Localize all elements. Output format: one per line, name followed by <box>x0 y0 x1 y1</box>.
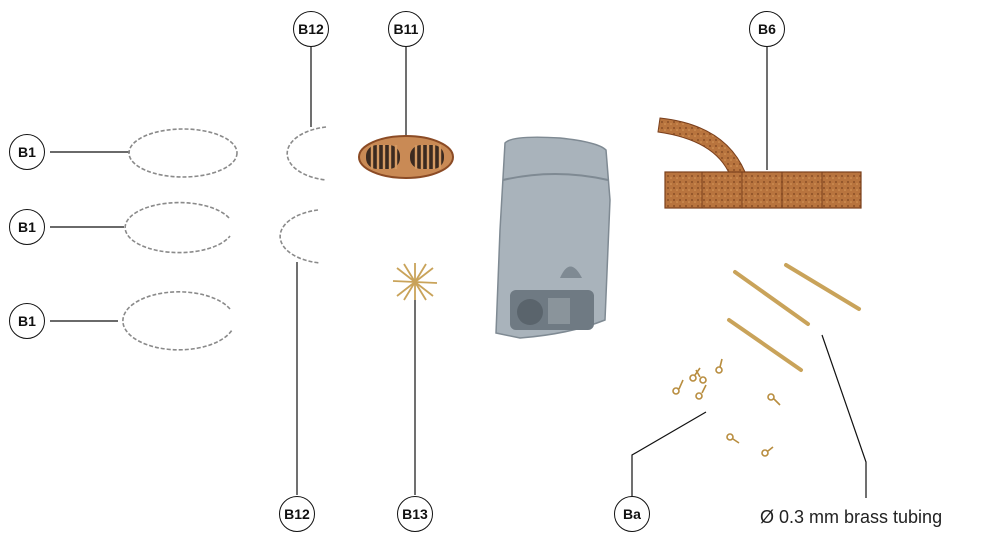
label-b12-bot: B12 <box>279 496 315 532</box>
b1-ring-top <box>129 129 237 177</box>
b12-half-ring-bot <box>280 210 320 263</box>
b13-spokes <box>393 263 437 300</box>
label-b1-top: B1 <box>9 134 45 170</box>
brass-tube-3 <box>729 320 801 370</box>
label-b12-top: B12 <box>293 11 329 47</box>
leader-lines <box>50 47 866 498</box>
brass-tube-2 <box>786 265 859 309</box>
b12-half-rings <box>280 127 326 263</box>
b1-ring-mid <box>125 203 230 253</box>
label-b1-bot: B1 <box>9 303 45 339</box>
label-b6: B6 <box>749 11 785 47</box>
label-b13: B13 <box>397 496 433 532</box>
b1-ring-bot <box>123 292 232 350</box>
b11-grille <box>359 136 453 178</box>
label-b11: B11 <box>388 11 424 47</box>
leader-tubing <box>822 335 866 498</box>
leader-ba <box>632 412 706 496</box>
b6-etched-strip <box>658 118 861 208</box>
brass-tubes <box>729 265 859 370</box>
brass-tube-1 <box>735 272 808 324</box>
ba-eyelets <box>673 359 780 456</box>
b1-rings <box>123 129 237 350</box>
label-ba: Ba <box>614 496 650 532</box>
brass-tubing-caption: Ø 0.3 mm brass tubing <box>760 507 942 528</box>
b12-half-ring-top <box>287 127 326 180</box>
resin-part <box>496 137 610 338</box>
label-b1-mid: B1 <box>9 209 45 245</box>
